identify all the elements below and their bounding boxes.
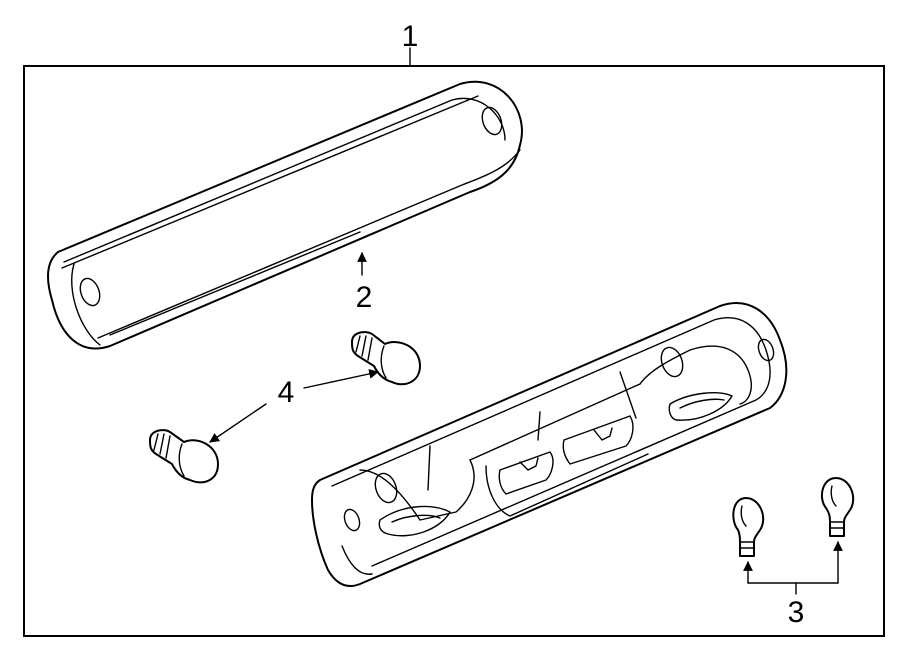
callout-3-label: 3 xyxy=(788,596,805,629)
callout-1: 1 xyxy=(402,20,419,67)
bulb-3-left xyxy=(732,497,765,557)
housing-part xyxy=(311,302,788,588)
diagram-frame xyxy=(23,65,885,637)
callout-4: 4 xyxy=(209,369,379,443)
bulb-lower xyxy=(149,429,219,484)
bulb-upper xyxy=(351,331,421,386)
lens-part xyxy=(47,80,523,350)
callout-3: 3 xyxy=(743,541,843,629)
bulb-3-right xyxy=(820,477,855,537)
callout-1-label: 1 xyxy=(402,20,419,53)
callout-2-label: 2 xyxy=(356,281,373,314)
callout-2: 2 xyxy=(356,252,373,314)
callout-4-label: 4 xyxy=(278,376,295,409)
